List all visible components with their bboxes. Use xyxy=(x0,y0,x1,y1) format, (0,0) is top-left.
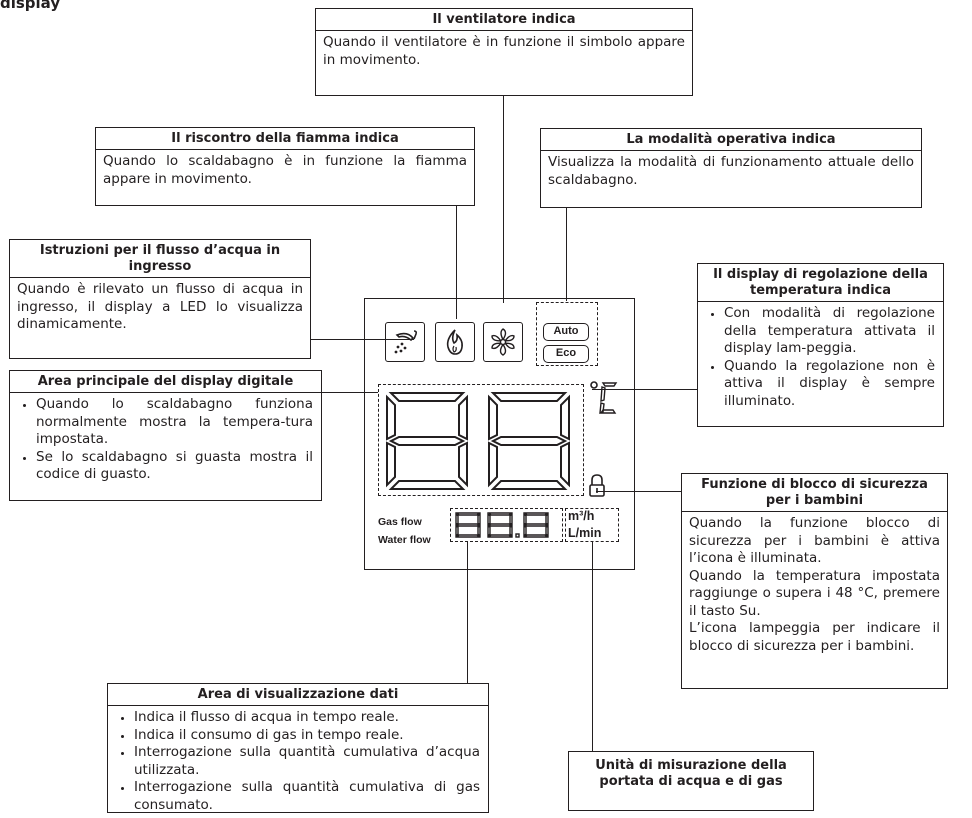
callout-list: Quando lo scaldabagno funziona normalmen… xyxy=(10,393,321,488)
unit-area xyxy=(565,508,619,542)
callout-paragraph: Quando la temperatura impostata raggiung… xyxy=(689,567,940,619)
callout-text: Quando la funzione blocco di sicurezza p… xyxy=(682,512,947,659)
callout-title: Istruzioni per il flusso d’acqua in ingr… xyxy=(10,240,310,278)
callout-blocco: Funzione di blocco di sicurezza per i ba… xyxy=(681,473,948,689)
callout-text: Quando il ventilatore è in funzione il s… xyxy=(323,34,685,68)
fan-indicator xyxy=(483,322,523,362)
callout-principale: Area principale del display digitale Qua… xyxy=(9,370,322,501)
callout-flusso: Istruzioni per il flusso d’acqua in ingr… xyxy=(9,239,311,359)
page-heading: display xyxy=(0,0,61,12)
callout-title: Area di visualizzazione dati xyxy=(108,684,488,706)
callout-list: Indica il flusso di acqua in tempo reale… xyxy=(108,706,488,818)
callout-modalita: La modalità operativa indica Visualizza … xyxy=(540,128,922,208)
callout-title: La modalità operativa indica xyxy=(541,129,921,151)
callout-dati: Area di visualizzazione dati Indica il f… xyxy=(107,683,489,813)
main-seven-segment-digits xyxy=(386,392,570,490)
connector-blocco xyxy=(596,491,682,492)
list-item: Se lo scaldabagno si guasta mostra il co… xyxy=(36,449,313,484)
callout-text: Quando è rilevato un flusso di acqua in … xyxy=(17,281,303,332)
mode-area xyxy=(536,302,598,366)
callout-title: Il ventilatore indica xyxy=(316,9,692,31)
callout-title: Unità di misurazione della portata di ac… xyxy=(595,758,787,789)
lock-icon xyxy=(589,474,605,497)
list-item: Con modalità di regolazione della temper… xyxy=(724,305,935,358)
callout-paragraph: Quando la funzione blocco di sicurezza p… xyxy=(689,515,940,566)
flame-icon xyxy=(446,329,463,355)
connector-dati xyxy=(467,541,468,684)
callout-title: Area principale del display digitale xyxy=(10,371,321,393)
connector-regolazione xyxy=(592,389,698,390)
callout-unita: Unità di misurazione della portata di ac… xyxy=(568,751,814,811)
shower-icon xyxy=(394,330,418,354)
list-item: Indica il consumo di gas in tempo reale. xyxy=(134,727,480,745)
callout-regolazione: Il display di regolazione della temperat… xyxy=(697,263,944,427)
callout-fiamma: Il riscontro della fiamma indica Quando … xyxy=(95,127,475,206)
gas-flow-label: Gas flow xyxy=(378,516,422,528)
gas-unit-label: m³/h xyxy=(568,509,595,523)
connector-flusso xyxy=(310,339,414,340)
callout-title: Il display di regolazione della temperat… xyxy=(698,264,943,302)
callout-title: Il riscontro della fiamma indica xyxy=(96,128,474,150)
connector-unita xyxy=(592,541,593,752)
list-item: Indica il flusso di acqua in tempo reale… xyxy=(134,709,480,727)
water-flow-indicator xyxy=(385,322,425,362)
display-panel: Auto Eco °C xyxy=(364,298,635,570)
connector-principale xyxy=(321,392,378,393)
callout-ventilatore: Il ventilatore indica Quando il ventilat… xyxy=(315,8,693,96)
main-digit-area xyxy=(378,384,584,496)
water-unit-label: L/min xyxy=(568,526,602,540)
callout-text: Quando lo scaldabagno è in funzione la f… xyxy=(103,153,467,187)
callout-text: Visualizza la modalità di funzionamento … xyxy=(548,154,914,188)
water-flow-label: Water flow xyxy=(378,534,431,546)
list-item: Quando lo scaldabagno funziona normalmen… xyxy=(36,396,313,449)
connector-ventilatore xyxy=(503,95,504,303)
list-item: Interrogazione sulla quantità cumulativa… xyxy=(134,779,480,814)
data-seven-segment-digits xyxy=(455,512,549,538)
celsius-unit-icon xyxy=(590,381,618,415)
data-digit-area xyxy=(450,508,563,542)
flame-indicator xyxy=(435,322,475,362)
callout-title: Funzione di blocco di sicurezza per i ba… xyxy=(682,474,947,512)
list-item: Interrogazione sulla quantità cumulativa… xyxy=(134,744,480,779)
fan-icon xyxy=(491,328,515,356)
callout-paragraph: L’icona lampeggia per indicare il blocco… xyxy=(689,620,940,654)
connector-modalita xyxy=(566,207,567,301)
callout-list: Con modalità di regolazione della temper… xyxy=(698,302,943,414)
list-item: Quando la regolazione non è attiva il di… xyxy=(724,358,935,411)
eco-mode-label: Eco xyxy=(543,345,589,363)
auto-mode-label: Auto xyxy=(543,323,589,341)
connector-fiamma xyxy=(456,205,457,319)
